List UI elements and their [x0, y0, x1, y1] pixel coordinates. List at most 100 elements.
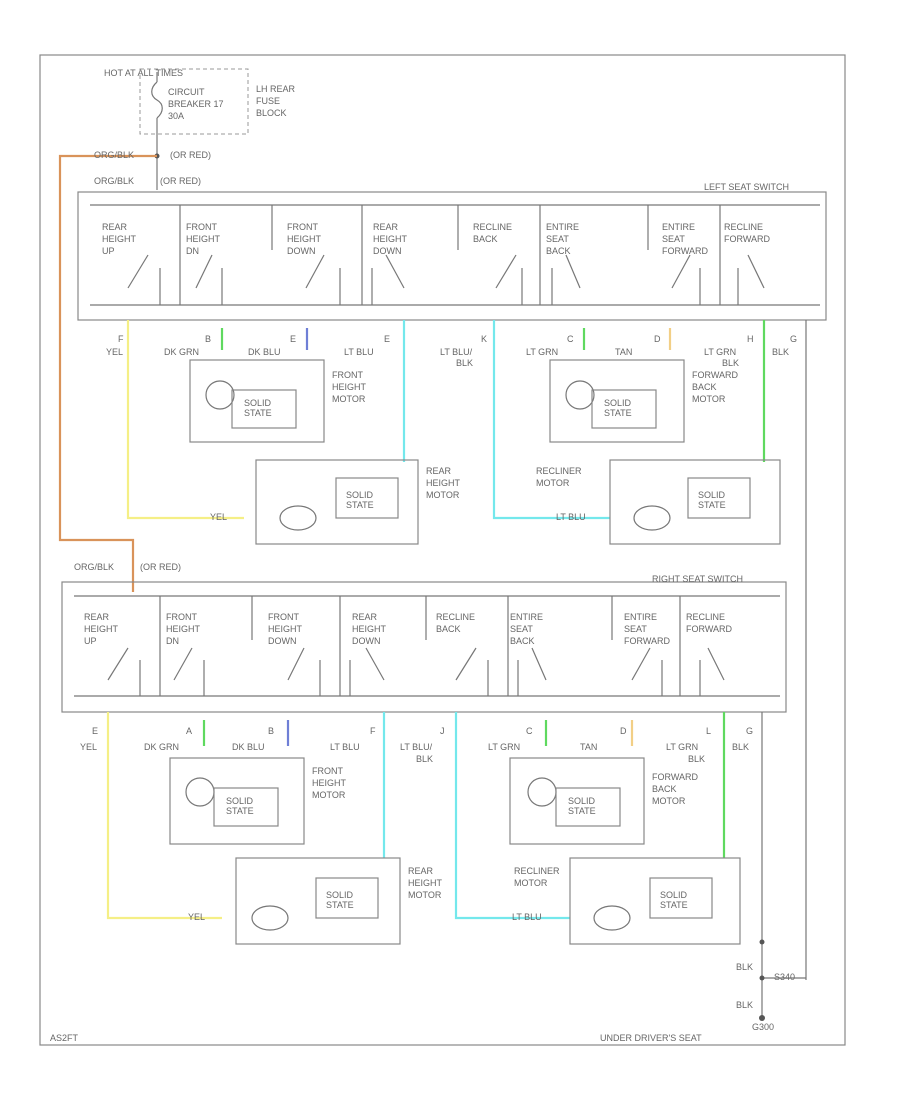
svg-text:HEIGHT: HEIGHT [268, 624, 303, 634]
svg-text:SOLID: SOLID [604, 398, 632, 408]
svg-text:HEIGHT: HEIGHT [84, 624, 119, 634]
svg-text:HEIGHT: HEIGHT [373, 234, 408, 244]
svg-text:SEAT: SEAT [624, 624, 647, 634]
svg-text:B: B [205, 334, 211, 344]
svg-text:LT GRN: LT GRN [704, 347, 736, 357]
feed-wire-left-label: ORG/BLK [94, 176, 134, 186]
svg-text:G: G [790, 334, 797, 344]
right-switch-box [61, 581, 787, 713]
feed-wire-left-alt-label: (OR RED) [160, 176, 201, 186]
svg-text:HEIGHT: HEIGHT [312, 778, 347, 788]
svg-text:STATE: STATE [244, 408, 272, 418]
svg-text:REAR: REAR [102, 222, 128, 232]
right-yel-wire [106, 712, 222, 920]
svg-text:REAR: REAR [352, 612, 378, 622]
svg-text:BLK: BLK [456, 358, 473, 368]
right-switch-title: RIGHT SEAT SWITCH [652, 574, 743, 584]
left-lt-blu-label: LT BLU [556, 512, 586, 522]
svg-text:RECLINER: RECLINER [536, 466, 582, 476]
svg-text:HEIGHT: HEIGHT [426, 478, 461, 488]
svg-text:LT GRN: LT GRN [666, 742, 698, 752]
svg-text:YEL: YEL [80, 742, 97, 752]
svg-text:BLK: BLK [772, 347, 789, 357]
svg-text:HEIGHT: HEIGHT [186, 234, 221, 244]
svg-text:FORWARD: FORWARD [652, 772, 698, 782]
breaker-label-1: CIRCUIT [168, 87, 205, 97]
svg-text:D: D [654, 334, 661, 344]
svg-text:DK GRN: DK GRN [164, 347, 199, 357]
svg-text:BLK: BLK [722, 358, 739, 368]
svg-text:L: L [706, 726, 711, 736]
left-yel-label: YEL [210, 512, 227, 522]
svg-text:ENTIRE: ENTIRE [510, 612, 543, 622]
svg-text:MOTOR: MOTOR [408, 890, 442, 900]
left-switch-box [77, 191, 827, 321]
breaker-label-2: BREAKER 17 [168, 99, 224, 109]
right-forward-back-motor: SOLID STATE FORWARD BACK MOTOR [509, 757, 698, 845]
svg-text:UP: UP [102, 246, 115, 256]
svg-text:FORWARD: FORWARD [624, 636, 670, 646]
svg-text:F: F [118, 334, 124, 344]
svg-text:SEAT: SEAT [510, 624, 533, 634]
svg-text:TAN: TAN [580, 742, 597, 752]
left-front-height-motor: SOLID STATE FRONT HEIGHT MOTOR [189, 359, 367, 443]
svg-text:TAN: TAN [615, 347, 632, 357]
svg-text:MOTOR: MOTOR [426, 490, 460, 500]
diagram-frame [39, 54, 846, 1046]
svg-text:B: B [268, 726, 274, 736]
svg-text:E: E [92, 726, 98, 736]
svg-text:BACK: BACK [473, 234, 498, 244]
svg-text:LT BLU/: LT BLU/ [440, 347, 473, 357]
svg-text:STATE: STATE [326, 900, 354, 910]
svg-text:REAR: REAR [373, 222, 399, 232]
svg-text:SOLID: SOLID [244, 398, 272, 408]
left-switch-pin-labels: F B E E K C D H G YEL DK GRN DK BLU LT B… [106, 334, 797, 368]
svg-text:BLK: BLK [688, 754, 705, 764]
right-switch-pin-labels: E A B F J C D L G YEL DK GRN DK BLU LT B… [80, 726, 753, 764]
svg-text:STATE: STATE [568, 806, 596, 816]
svg-text:FRONT: FRONT [186, 222, 217, 232]
ground-point [759, 1015, 765, 1021]
ground-id-label: G300 [752, 1022, 774, 1032]
svg-text:FORWARD: FORWARD [662, 246, 708, 256]
svg-text:H: H [747, 334, 754, 344]
svg-text:DOWN: DOWN [352, 636, 381, 646]
svg-text:RECLINE: RECLINE [436, 612, 475, 622]
svg-text:DOWN: DOWN [373, 246, 402, 256]
svg-text:FRONT: FRONT [312, 766, 343, 776]
svg-text:HEIGHT: HEIGHT [102, 234, 137, 244]
svg-text:STATE: STATE [226, 806, 254, 816]
svg-text:REAR: REAR [408, 866, 434, 876]
svg-text:BLK: BLK [732, 742, 749, 752]
svg-text:FRONT: FRONT [268, 612, 299, 622]
svg-text:DK GRN: DK GRN [144, 742, 179, 752]
svg-text:MOTOR: MOTOR [514, 878, 548, 888]
fuse-block-label-1: LH REAR [256, 84, 296, 94]
svg-text:HEIGHT: HEIGHT [287, 234, 322, 244]
svg-text:D: D [620, 726, 627, 736]
right-rear-height-motor: SOLID STATE REAR HEIGHT MOTOR [235, 857, 443, 945]
svg-text:DN: DN [166, 636, 179, 646]
svg-text:SOLID: SOLID [660, 890, 688, 900]
svg-text:MOTOR: MOTOR [536, 478, 570, 488]
svg-text:MOTOR: MOTOR [692, 394, 726, 404]
svg-text:DK BLU: DK BLU [248, 347, 281, 357]
right-feed-wire-alt-label: (OR RED) [140, 562, 181, 572]
right-recliner-motor: SOLID STATE RECLINER MOTOR [514, 857, 741, 945]
svg-text:RECLINE: RECLINE [473, 222, 512, 232]
svg-text:SOLID: SOLID [326, 890, 354, 900]
svg-text:FORWARD: FORWARD [686, 624, 732, 634]
svg-text:MOTOR: MOTOR [652, 796, 686, 806]
ground-wire-1-label: BLK [736, 962, 753, 972]
left-forward-back-motor: SOLID STATE FORWARD BACK MOTOR [549, 359, 738, 443]
svg-text:HEIGHT: HEIGHT [408, 878, 443, 888]
svg-text:HEIGHT: HEIGHT [332, 382, 367, 392]
svg-text:RECLINE: RECLINE [686, 612, 725, 622]
left-lt-blu-blk-wire [492, 320, 610, 520]
svg-text:BACK: BACK [510, 636, 535, 646]
right-lt-blu-blk-wire [454, 712, 570, 920]
breaker-label-3: 30A [168, 111, 184, 121]
svg-text:RECLINE: RECLINE [724, 222, 763, 232]
svg-text:C: C [526, 726, 533, 736]
svg-text:STATE: STATE [604, 408, 632, 418]
